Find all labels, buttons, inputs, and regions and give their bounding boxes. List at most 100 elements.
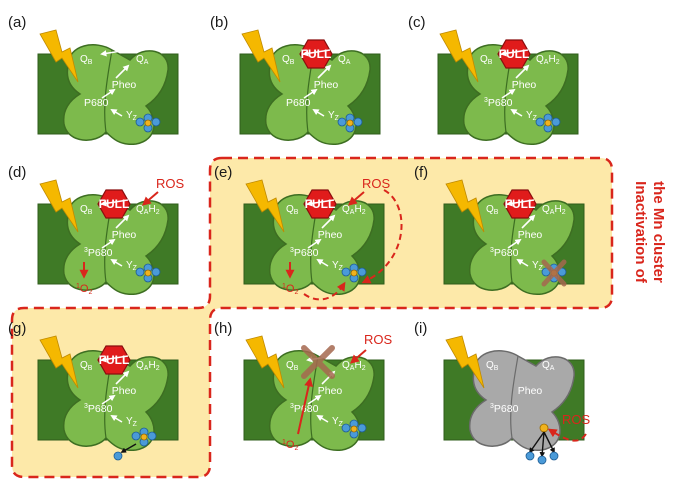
full-hexagon bbox=[97, 345, 131, 375]
yz-to-p680-arrow bbox=[516, 259, 529, 267]
mn-ion bbox=[341, 423, 351, 433]
yz-main: Y bbox=[126, 110, 133, 121]
panel-label: (e) bbox=[214, 164, 232, 181]
qb-sub: B bbox=[290, 59, 295, 66]
qa-sub: A bbox=[350, 209, 355, 216]
full-hexagon bbox=[497, 39, 531, 69]
p680-main: P680 bbox=[494, 247, 519, 259]
qb-sub: B bbox=[294, 209, 299, 216]
qa-suffix: H bbox=[148, 360, 155, 371]
qa-main: Q bbox=[136, 54, 144, 65]
panel-label: (h) bbox=[214, 320, 232, 337]
mn-center bbox=[346, 119, 354, 127]
ros-arrow bbox=[141, 191, 159, 206]
full-hexagon bbox=[97, 189, 131, 219]
p680-main: P680 bbox=[88, 247, 113, 259]
qb-sub: B bbox=[494, 365, 499, 372]
panel-label: (f) bbox=[414, 164, 428, 181]
p680-label: 3P680 bbox=[490, 403, 519, 415]
released-mn-ion bbox=[525, 451, 535, 461]
mn-ion bbox=[337, 117, 347, 127]
p680-label: P680 bbox=[84, 97, 109, 109]
yz-to-p680-arrow bbox=[316, 259, 329, 267]
pheo-label: Pheo bbox=[318, 385, 343, 397]
pheo-label: Pheo bbox=[318, 229, 343, 241]
mn-center bbox=[350, 269, 358, 277]
p680-triplet: 3 bbox=[290, 247, 294, 254]
protein-complex bbox=[62, 350, 169, 452]
pheo-to-qa-arrow bbox=[321, 214, 336, 229]
lightning-bolt-icon bbox=[245, 179, 285, 233]
p680-label: 3P680 bbox=[484, 97, 513, 109]
yz-label: YZ bbox=[332, 260, 344, 272]
yz-label: YZ bbox=[532, 260, 544, 272]
p680-main: P680 bbox=[88, 403, 113, 415]
singlet-oxygen-label: 1O2 bbox=[282, 283, 298, 296]
pheo-label: Pheo bbox=[314, 79, 339, 91]
qa-label: QAH2 bbox=[342, 204, 366, 216]
yz-to-p680-arrow bbox=[110, 109, 123, 117]
p680-triplet: 3 bbox=[490, 403, 494, 410]
qa-sub: A bbox=[144, 59, 149, 66]
qa-sub: A bbox=[346, 59, 351, 66]
mn-cluster bbox=[135, 263, 161, 283]
pheo-to-qa-arrow bbox=[521, 214, 536, 229]
yz-to-p680-arrow bbox=[110, 259, 123, 267]
ros-arrow bbox=[547, 428, 587, 442]
qa-label: QAH2 bbox=[536, 54, 560, 66]
qb-main: Q bbox=[286, 360, 294, 371]
qb-main: Q bbox=[80, 54, 88, 65]
mn-ion bbox=[341, 267, 351, 277]
lightning-bolt-icon bbox=[445, 335, 485, 389]
singlet-oxygen-sub: 2 bbox=[88, 289, 92, 296]
mn-center bbox=[140, 433, 148, 441]
p680-to-pheo-arrow bbox=[101, 394, 116, 405]
pheo-to-qa-arrow bbox=[317, 64, 332, 79]
pheo-label: Pheo bbox=[112, 385, 137, 397]
pheo-to-qa-arrow bbox=[115, 214, 130, 229]
ros-label: ROS bbox=[562, 412, 591, 427]
qa-suffix-sub: 2 bbox=[362, 365, 366, 372]
ros-label: ROS bbox=[156, 176, 185, 191]
cross-icon bbox=[541, 259, 567, 287]
p680-label: 3P680 bbox=[490, 247, 519, 259]
yz-main: Y bbox=[126, 416, 133, 427]
qa-main: Q bbox=[136, 360, 144, 371]
yz-sub: Z bbox=[339, 421, 344, 428]
qa-to-qb-arrow bbox=[100, 355, 129, 363]
qb-main: Q bbox=[286, 204, 294, 215]
mn-cluster bbox=[337, 113, 363, 133]
yz-to-p680-arrow bbox=[316, 415, 329, 423]
p680-triplet: 3 bbox=[290, 403, 294, 410]
p680-to-pheo-arrow bbox=[307, 394, 322, 405]
qa-sub: A bbox=[550, 209, 555, 216]
lightning-bolt-icon bbox=[39, 179, 79, 233]
mn-release-arrow bbox=[120, 443, 137, 453]
qa-sub: A bbox=[550, 365, 555, 372]
qa-label: QA bbox=[542, 360, 555, 372]
qa-label: QAH2 bbox=[342, 360, 366, 372]
qa-suffix-sub: 2 bbox=[562, 209, 566, 216]
qa-main: Q bbox=[542, 204, 550, 215]
yz-main: Y bbox=[126, 260, 133, 271]
singlet-oxygen-sub: 2 bbox=[294, 445, 298, 452]
singlet-oxygen-sub: 2 bbox=[294, 289, 298, 296]
singlet-oxygen-label: 1O2 bbox=[282, 439, 298, 452]
side-title-line1: Inactivation of bbox=[632, 181, 649, 284]
qa-sub: A bbox=[544, 59, 549, 66]
singlet-to-mn-path bbox=[303, 281, 346, 301]
qb-label: QB bbox=[80, 204, 93, 216]
p680-to-pheo-arrow bbox=[101, 88, 116, 99]
p680-main: P680 bbox=[286, 97, 311, 109]
p680-to-pheo-arrow bbox=[307, 238, 322, 249]
p680-label: 3P680 bbox=[290, 247, 319, 259]
singlet-oxygen-arrow bbox=[297, 377, 314, 435]
yz-label: YZ bbox=[126, 110, 138, 122]
mn-cluster bbox=[341, 419, 367, 439]
singlet-oxygen-pre: 1 bbox=[76, 283, 80, 290]
qa-suffix: H bbox=[354, 360, 361, 371]
yz-sub: Z bbox=[533, 115, 538, 122]
